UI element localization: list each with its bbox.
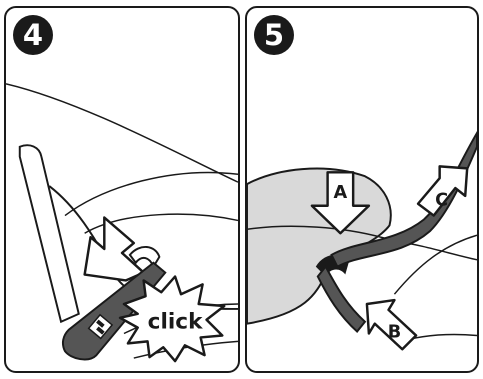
click-label: click: [148, 310, 203, 335]
insert-arrow: [85, 218, 144, 281]
step-number-badge: 4: [13, 15, 53, 55]
arrow-c-label: C: [435, 191, 448, 211]
arrow-a-label: A: [334, 183, 348, 203]
step-4-panel: click 4: [4, 6, 240, 373]
seat-cushion-line: [65, 173, 238, 216]
step-5-illustration: A B C: [247, 8, 477, 371]
belt-post: [20, 145, 79, 321]
step-5-panel: A B C 5: [245, 6, 479, 373]
arrow-b-label: B: [388, 322, 401, 342]
belt-strap-lower: [318, 267, 365, 332]
step-number-badge: 5: [254, 15, 294, 55]
step-4-illustration: click: [6, 8, 238, 371]
